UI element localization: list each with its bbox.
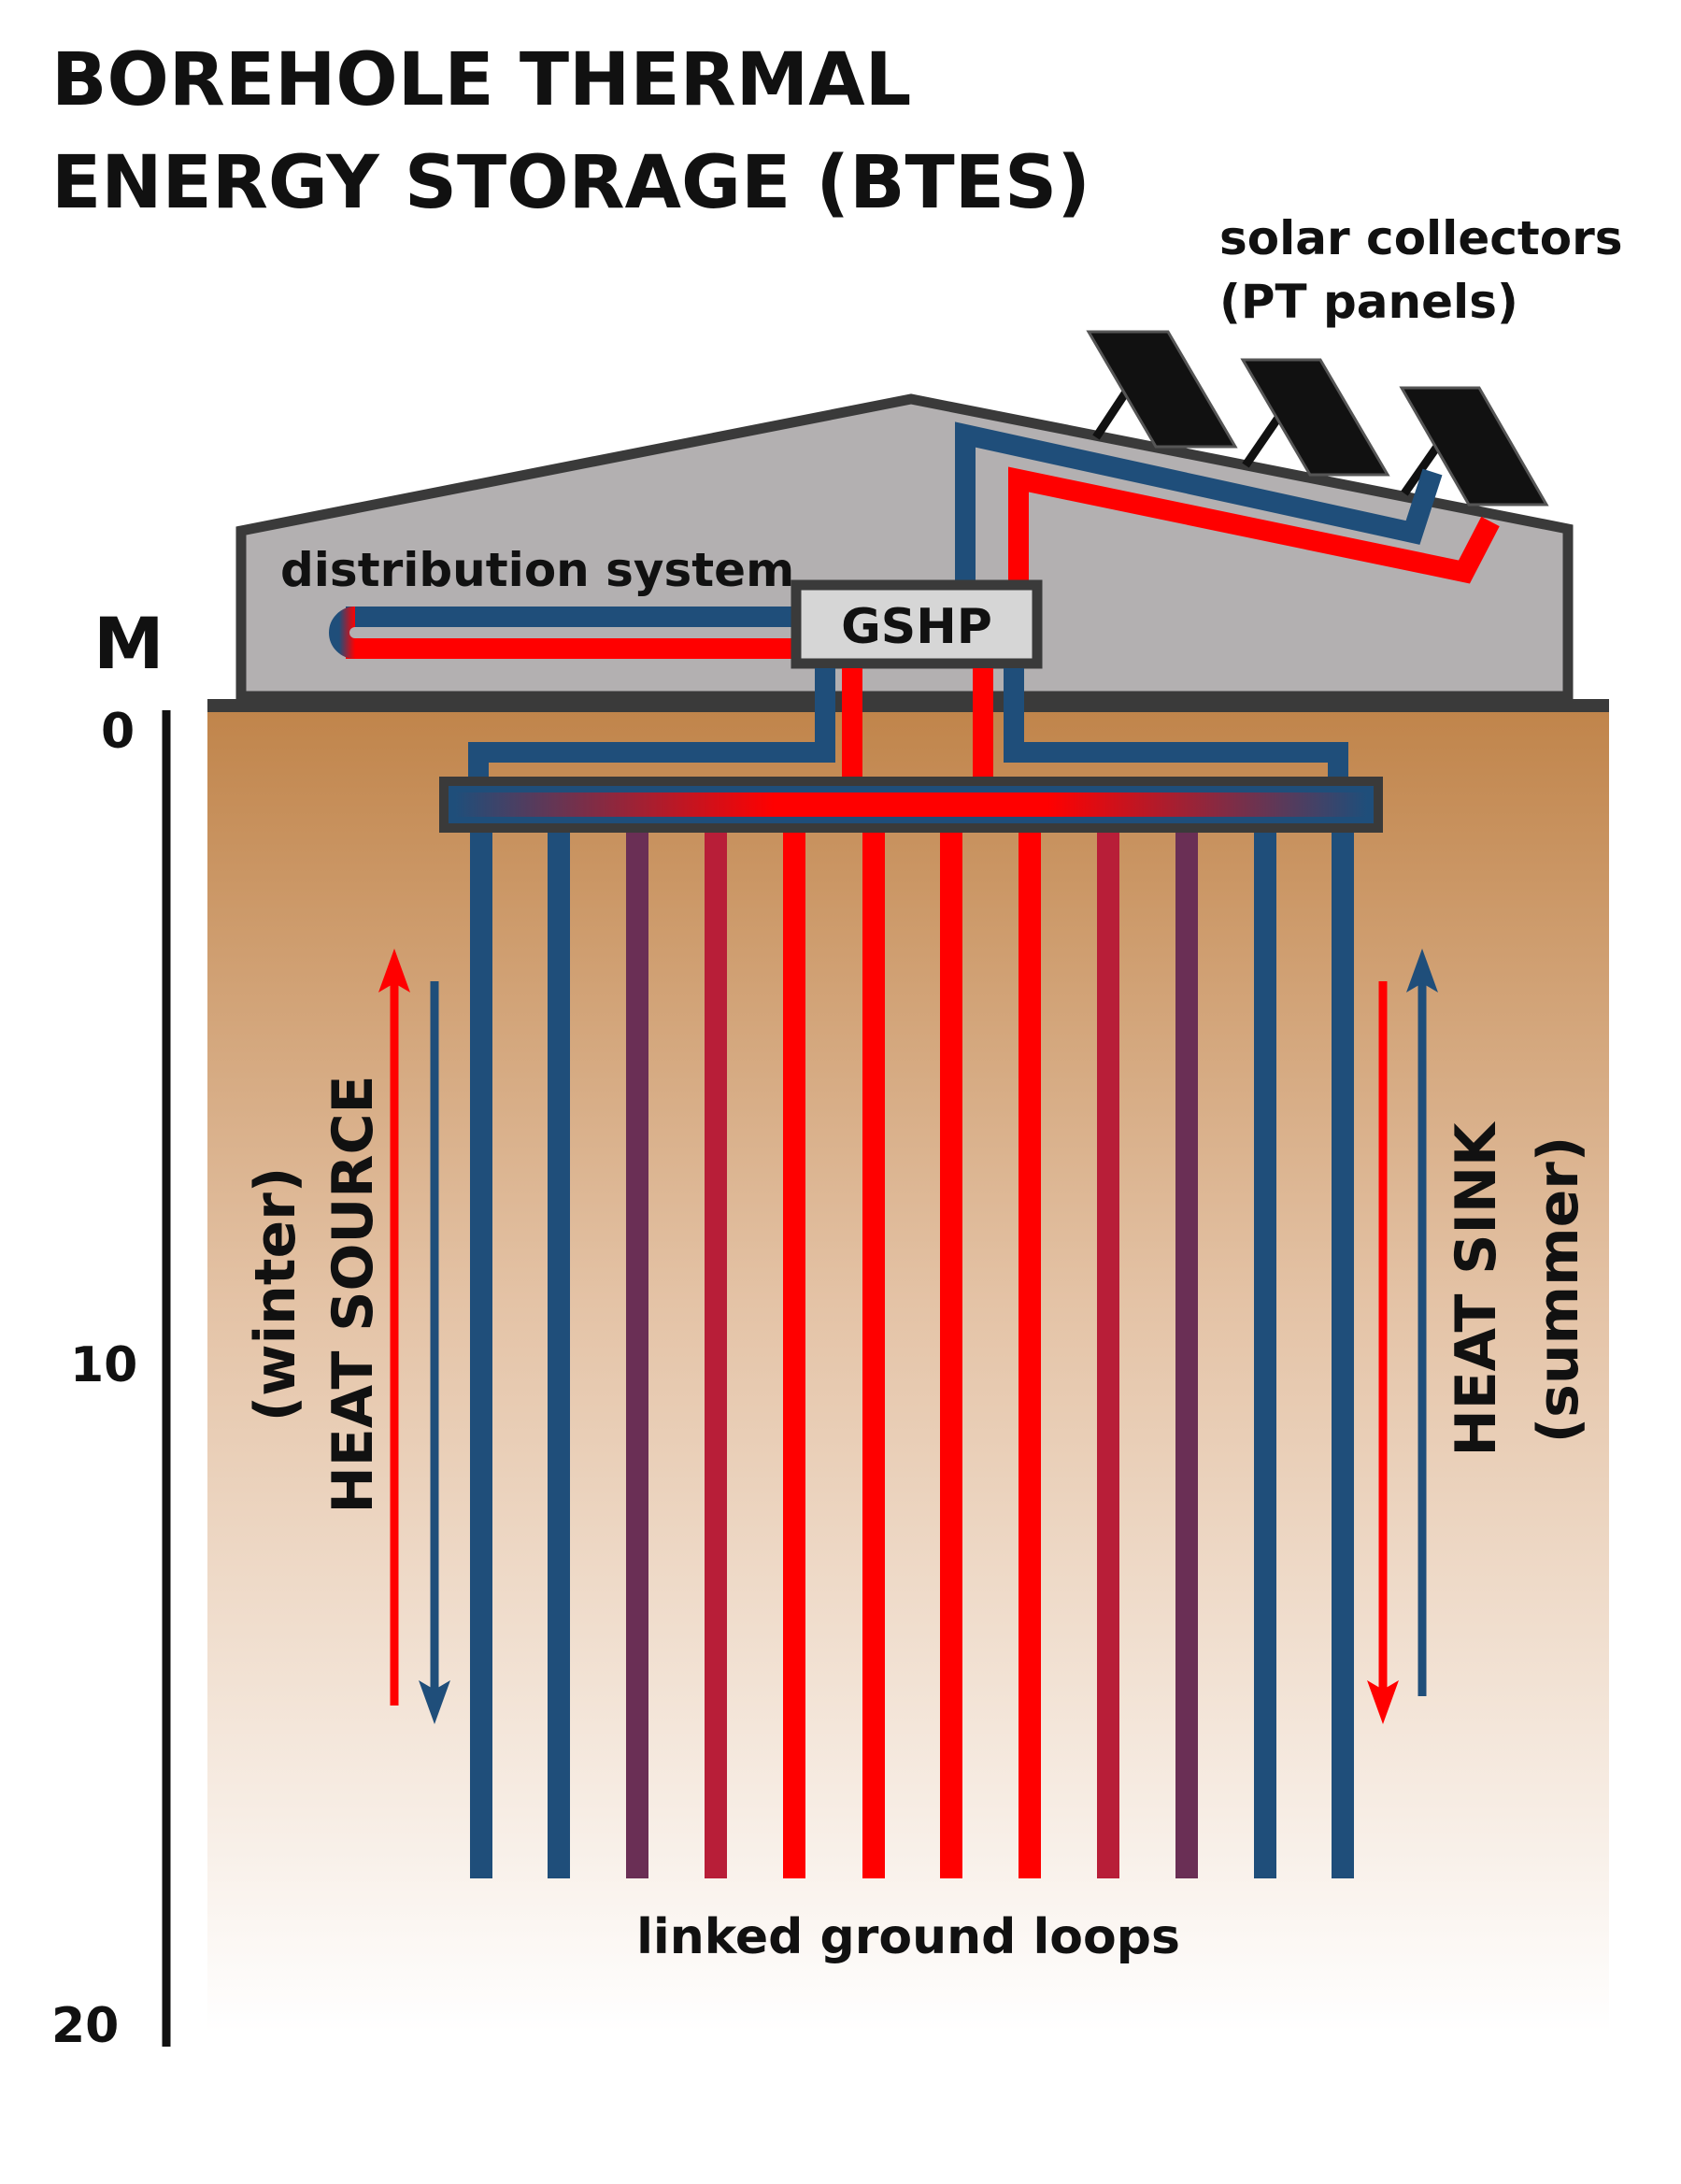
solar-panels: [1086, 330, 1549, 507]
heat-sink-up-arrowhead: [1406, 949, 1438, 992]
heat-source-up-arrowhead: [378, 949, 410, 992]
winter-label: (winter): [243, 1167, 308, 1422]
ground-loops: [470, 822, 1354, 1878]
ground-loops-label: linked ground loops: [636, 1909, 1180, 1965]
panel-stands: [1092, 385, 1443, 496]
heat-sink-label: HEAT SINK: [1444, 1121, 1509, 1457]
heat-sink-down-arrowhead: [1367, 1680, 1399, 1724]
title-line-2: ENERGY STORAGE (BTES): [51, 141, 1090, 225]
solar-cold-pipe: [955, 421, 1443, 589]
heat-source-arrows: [378, 949, 450, 1724]
depth-unit-label: M: [93, 602, 164, 685]
title-line-1: BOREHOLE THERMAL: [51, 38, 911, 122]
depth-tick-0: 0: [101, 704, 135, 760]
gshp-box: [791, 579, 1043, 669]
solar-panel-3: [1399, 386, 1549, 507]
solar-label-line-2: (PT panels): [1219, 275, 1518, 329]
distribution-label: distribution system: [280, 543, 794, 597]
depth-tick-20: 20: [51, 1998, 119, 2054]
heat-sink-arrows: [1367, 949, 1438, 1724]
summer-label: (summer): [1526, 1136, 1591, 1444]
ground-soil: [207, 706, 1609, 2033]
manifold-fill: [455, 792, 1367, 817]
solar-hot-pipe: [1008, 466, 1500, 589]
gshp-label: GSHP: [841, 599, 992, 655]
solar-panel-1: [1086, 330, 1238, 449]
solar-panel-2: [1240, 358, 1390, 477]
heat-source-label: HEAT SOURCE: [321, 1076, 386, 1514]
solar-label-line-1: solar collectors: [1219, 211, 1623, 265]
heat-source-down-arrowhead: [419, 1680, 450, 1724]
distribution-bend: [329, 607, 357, 659]
depth-tick-10: 10: [70, 1337, 137, 1393]
